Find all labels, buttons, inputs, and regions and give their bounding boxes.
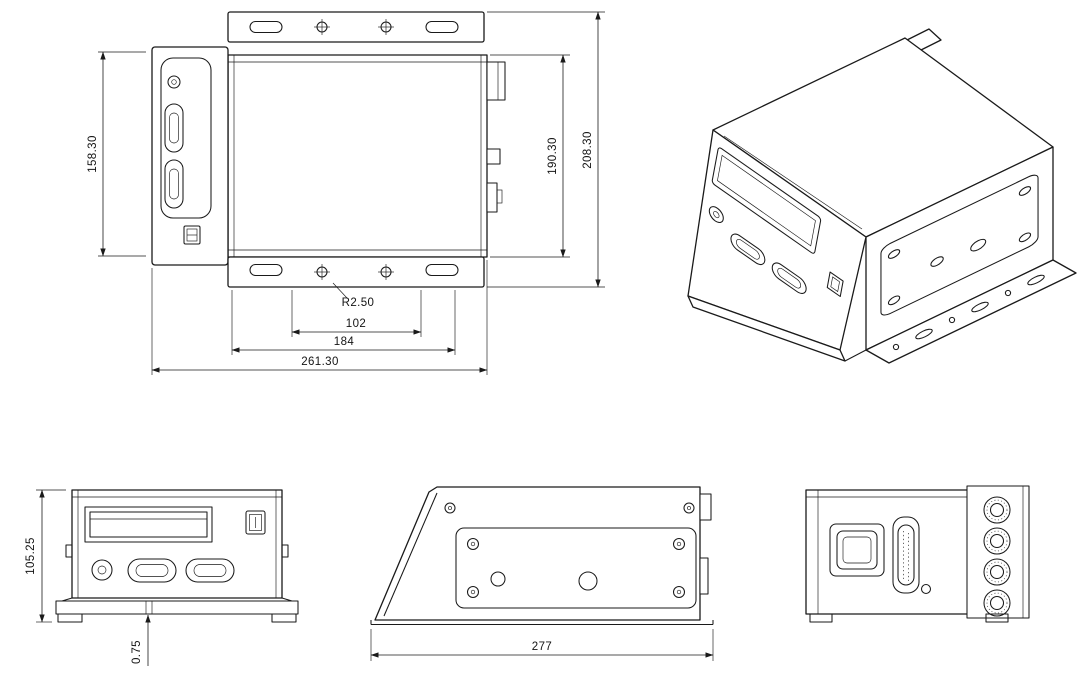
rear-round-connector-1 bbox=[983, 496, 1011, 524]
side-connector-b bbox=[699, 557, 709, 595]
dimension-panel-depth: 158.30 bbox=[87, 51, 146, 257]
dimension-side-length: 277 bbox=[370, 629, 714, 661]
top-view: 158.30 190.30 208.30 R2.50 102 184 261.3… bbox=[87, 11, 605, 375]
side-hole-small bbox=[490, 571, 506, 587]
dim-label-flange-thickness: 0.75 bbox=[131, 640, 143, 664]
dimension-front-height: 105.25 bbox=[25, 489, 66, 623]
rear-round-connector-2 bbox=[983, 527, 1011, 555]
iso-mount-flange bbox=[865, 259, 1077, 364]
rear-view bbox=[805, 485, 1030, 623]
front-power-button bbox=[91, 559, 113, 581]
connector-a bbox=[486, 61, 506, 101]
connector-c bbox=[486, 182, 498, 213]
bracket-screw bbox=[466, 585, 480, 599]
button-slot bbox=[164, 159, 184, 209]
bracket-screw bbox=[672, 537, 686, 551]
dimension-body-depth: 190.30 bbox=[490, 54, 570, 258]
front-button-right bbox=[185, 558, 235, 583]
side-screw-right bbox=[683, 502, 695, 514]
device-body-top bbox=[227, 54, 488, 258]
panel-bezel bbox=[160, 57, 212, 219]
dim-label-overall-width: 261.30 bbox=[301, 356, 339, 368]
front-foot-left bbox=[57, 613, 83, 623]
rear-connector-panel bbox=[966, 485, 1030, 619]
iso-bracket-plate bbox=[881, 172, 1038, 318]
iso-bracket-screw bbox=[888, 294, 899, 306]
rear-round-connector-4 bbox=[983, 589, 1011, 617]
side-hole-large bbox=[578, 571, 598, 591]
side-connector-a bbox=[699, 493, 712, 521]
iso-rocker-switch bbox=[827, 272, 843, 296]
side-screw-left bbox=[444, 502, 456, 514]
dim-label-overall-depth: 208.30 bbox=[582, 131, 594, 169]
dimension-overall-depth: 208.30 bbox=[487, 11, 605, 288]
front-rocker-switch bbox=[245, 510, 266, 535]
rear-power-inlet bbox=[829, 523, 885, 577]
dim-label-front-height: 105.25 bbox=[25, 537, 37, 575]
iso-bracket-screw bbox=[1019, 185, 1030, 197]
dimension-slot-spacing: 184 bbox=[231, 290, 456, 355]
rear-foot-left bbox=[809, 613, 833, 623]
flange-slot bbox=[249, 20, 283, 34]
bracket-screw bbox=[466, 537, 480, 551]
iso-power-button bbox=[708, 203, 724, 225]
connector-b bbox=[486, 148, 501, 165]
iso-display bbox=[712, 147, 821, 255]
iso-bracket-screw bbox=[888, 248, 899, 260]
iso-bracket-screw bbox=[1019, 231, 1030, 243]
top-mounting-flange-lower bbox=[227, 256, 485, 288]
front-foot-right bbox=[271, 613, 297, 623]
front-side-tab-right bbox=[281, 544, 289, 558]
iso-bracket-hole bbox=[931, 255, 943, 268]
dim-label-hole-spacing: 102 bbox=[346, 318, 366, 330]
front-side-tab-left bbox=[65, 544, 73, 558]
dim-label-slot-spacing: 184 bbox=[334, 336, 355, 348]
front-base-flange bbox=[55, 597, 299, 623]
iso-button-right bbox=[771, 259, 807, 297]
dim-label-side-length: 277 bbox=[532, 641, 552, 653]
front-panel-top bbox=[151, 46, 229, 266]
dim-label-slot-radius: R2.50 bbox=[342, 297, 375, 309]
top-mounting-flange-upper bbox=[227, 11, 485, 43]
front-button-left bbox=[127, 558, 177, 583]
dim-label-body-depth: 190.30 bbox=[547, 137, 559, 175]
rear-connectors-top bbox=[486, 61, 506, 213]
dimension-slot-radius: R2.50 bbox=[332, 282, 375, 309]
rocker-switch-top bbox=[183, 225, 201, 245]
rear-round-connector-3 bbox=[983, 558, 1011, 586]
flange-slot bbox=[249, 263, 283, 277]
rear-foot-right bbox=[985, 613, 1009, 623]
front-display bbox=[84, 506, 213, 543]
isometric-view bbox=[688, 28, 1077, 364]
iso-panel-controls bbox=[704, 147, 851, 319]
side-view: 277 bbox=[370, 486, 714, 661]
bracket-screw bbox=[672, 585, 686, 599]
dimension-overall-width: 261.30 bbox=[151, 260, 488, 375]
power-button-top bbox=[167, 75, 181, 89]
dimension-flange-thickness: 0.75 bbox=[131, 614, 151, 666]
iso-button-left bbox=[730, 231, 766, 269]
iso-bracket-hole bbox=[971, 237, 986, 253]
side-outline bbox=[374, 486, 701, 621]
rear-db25-connector bbox=[892, 516, 920, 594]
iso-flange-holes bbox=[892, 274, 1045, 351]
dimension-hole-spacing: 102 bbox=[291, 290, 422, 337]
rear-small-hole bbox=[920, 583, 932, 595]
front-view: 105.25 0.75 bbox=[25, 489, 299, 666]
flange-slot bbox=[425, 263, 459, 277]
dim-label-panel-depth: 158.30 bbox=[87, 135, 99, 173]
button-slot bbox=[164, 103, 184, 153]
front-body bbox=[71, 489, 283, 599]
side-bracket-plate bbox=[455, 527, 697, 609]
flange-slot bbox=[425, 20, 459, 34]
